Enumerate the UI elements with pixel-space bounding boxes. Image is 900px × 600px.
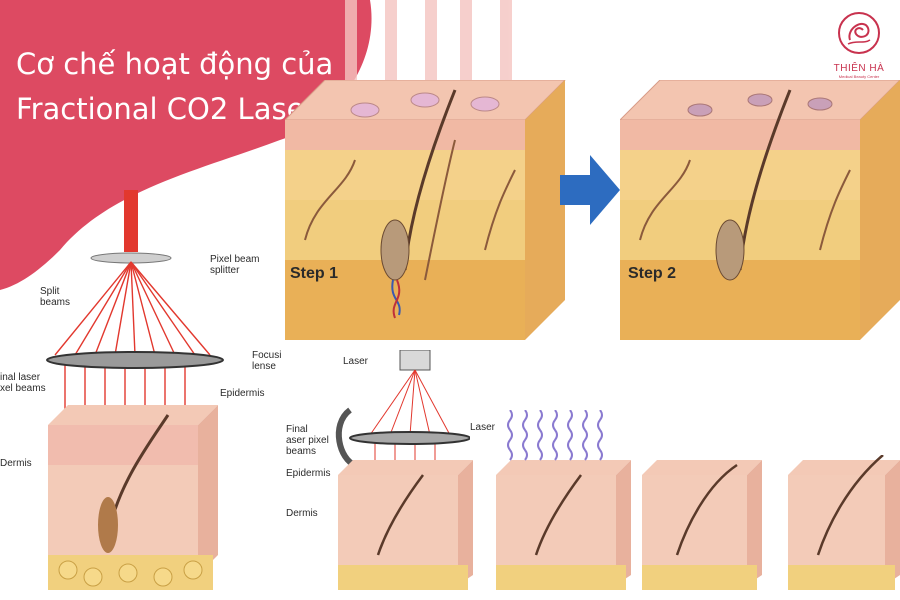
label-laser-bottom: Laser (343, 356, 369, 367)
label-dermis-left: Dermis (0, 458, 32, 469)
title-banner (0, 0, 372, 290)
label-pixel-beam-splitter: Pixel beam splitter (210, 254, 260, 276)
label-focusing-lense: Focusi lense (252, 350, 282, 372)
brand-name: THIÊN HÀ (833, 63, 885, 74)
page-title: Cơ chế hoạt động của Fractional CO2 Lase… (16, 47, 334, 126)
bottom-laser-device (335, 350, 470, 468)
left-laser-device (46, 190, 224, 420)
skin-block-step2 (620, 80, 900, 340)
purple-laser-waves (507, 410, 603, 461)
step-arrow-icon (560, 155, 620, 225)
label-final-laser-pixel-beams-bottom: Final aser pixel beams (286, 424, 329, 457)
bottom-skin-blocks (338, 455, 900, 590)
step1-label: Step 1 (290, 265, 339, 282)
brand-logo: THIÊN HÀ Medical Beauty Center (826, 10, 892, 79)
brand-logo-icon (838, 12, 880, 54)
label-split-beams: Split beams (40, 286, 71, 308)
label-laser-right: Laser (470, 422, 496, 433)
label-final-laser-pixel-beams-left: inal laser xel beams (0, 372, 46, 394)
left-skin-block (48, 405, 218, 590)
label-dermis-bottom: Dermis (286, 508, 318, 519)
brand-subtitle: Medical Beauty Center (838, 74, 880, 79)
label-epidermis-bottom: Epidermis (286, 468, 331, 479)
label-epidermis-left: Epidermis (220, 388, 265, 399)
step2-label: Step 2 (628, 265, 677, 282)
skin-block-step1 (285, 80, 566, 340)
